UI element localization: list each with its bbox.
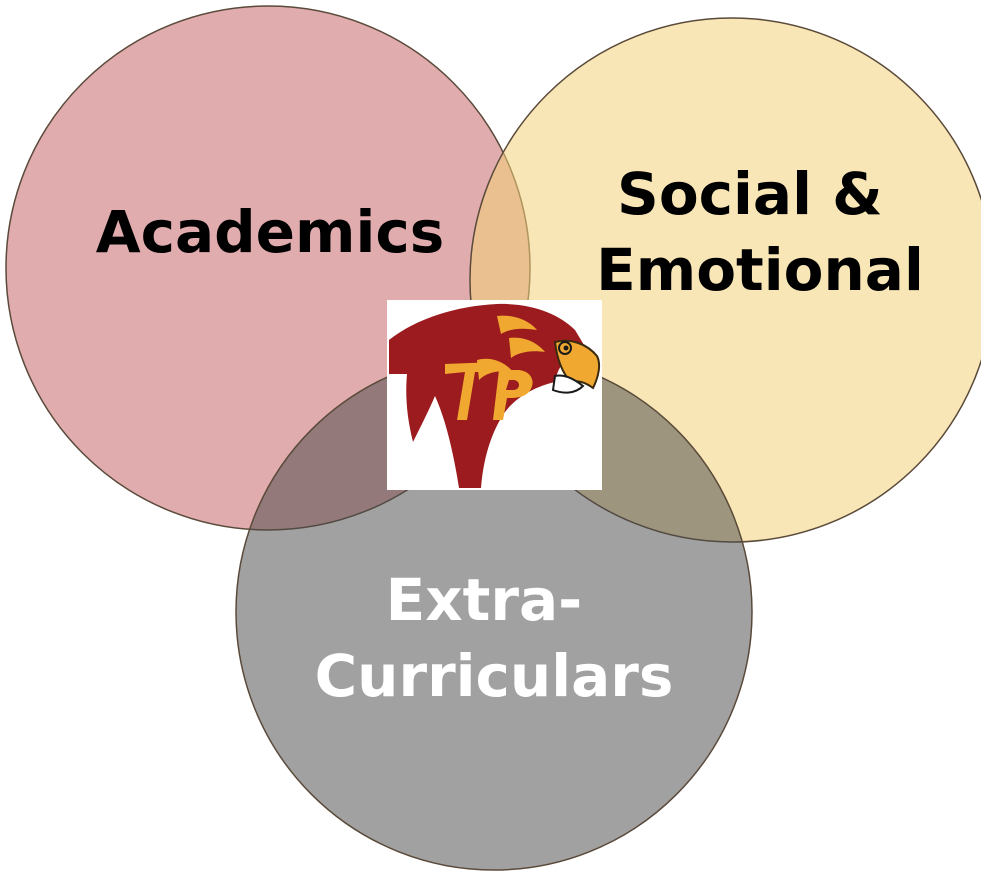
falcon-head-icon: [389, 303, 601, 488]
label-social-emotional: Social & Emotional: [596, 160, 924, 304]
falcon-logo: [387, 300, 602, 490]
label-extra-curriculars: Extra- Curriculars: [315, 566, 674, 710]
label-academics: Academics: [96, 198, 444, 266]
